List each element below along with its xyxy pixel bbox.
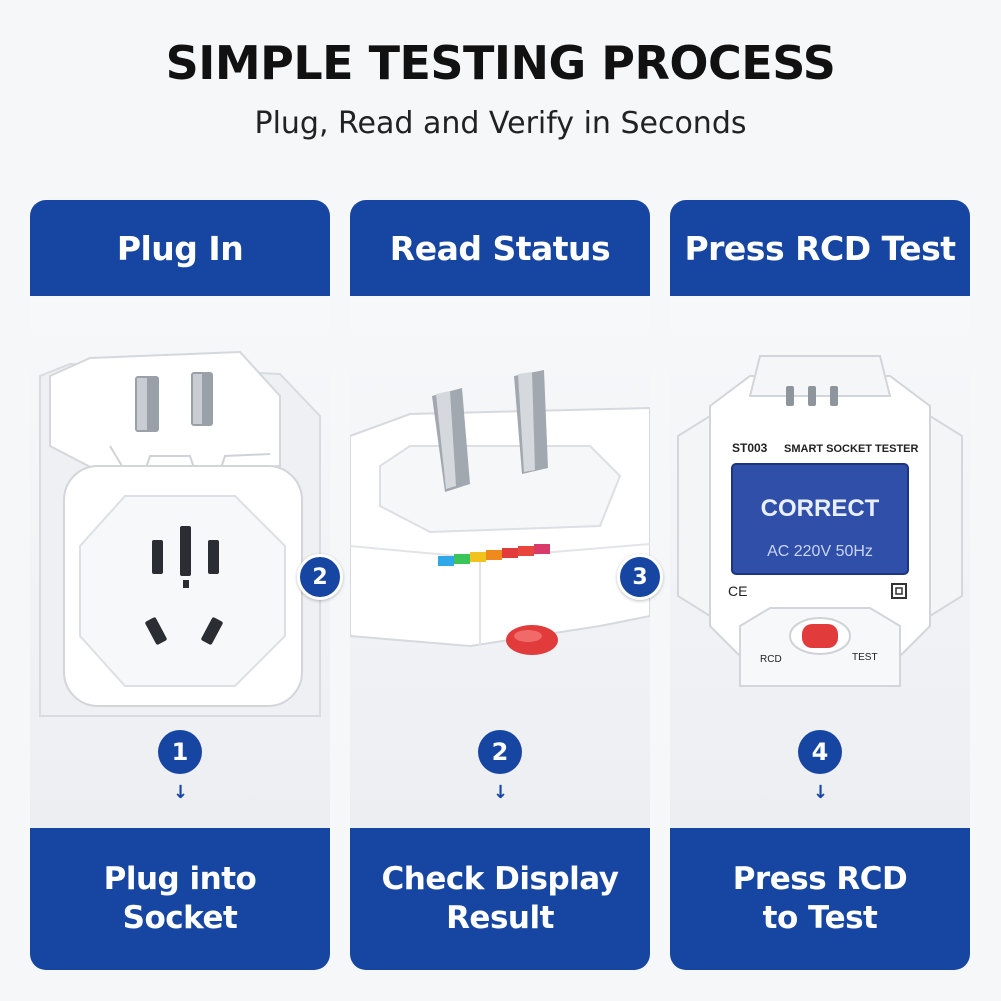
caption-line: Socket xyxy=(122,900,238,936)
plug-tester-illustration xyxy=(350,370,650,655)
tester-name-label: SMART SOCKET TESTER xyxy=(784,443,919,455)
step-number-badge: 4 xyxy=(798,730,842,774)
card-caption: Press RCD to Test xyxy=(670,828,970,970)
page-title: SIMPLE TESTING PROCESS xyxy=(165,36,836,90)
card-heading: Read Status xyxy=(389,228,611,268)
step-card-plug-in: Plug In 1 ↓ Plug into Soc xyxy=(30,200,330,970)
smart-socket-tester-illustration: ST003 SMART SOCKET TESTER CORRECT AC 220… xyxy=(677,355,963,687)
step-card-read-status: Read Status 2 ↓ xyxy=(350,200,650,970)
down-arrow-icon: ↓ xyxy=(173,782,189,803)
ce-mark: CE xyxy=(728,583,747,599)
card-image-area: ST003 SMART SOCKET TESTER CORRECT AC 220… xyxy=(670,296,970,828)
rcd-label: RCD xyxy=(760,654,782,665)
card-image-area: 2 ↓ xyxy=(350,296,650,828)
step-connector-badge: 3 xyxy=(617,554,663,600)
caption-line: Press RCD xyxy=(732,861,908,897)
caption-line: Result xyxy=(446,900,554,936)
down-arrow-icon: ↓ xyxy=(813,782,829,803)
page-subtitle: Plug, Read and Verify in Seconds xyxy=(254,106,747,141)
card-caption: Check Display Result xyxy=(350,828,650,970)
test-label: TEST xyxy=(852,652,878,663)
step-number-badge: 1 xyxy=(158,730,202,774)
model-label: ST003 xyxy=(732,441,768,455)
card-caption: Plug into Socket xyxy=(30,828,330,970)
card-heading: Plug In xyxy=(116,228,244,268)
caption-line: to Test xyxy=(762,900,878,936)
caption-line: Check Display xyxy=(381,861,619,897)
step-connector-badge: 2 xyxy=(297,554,343,600)
status-readout: CORRECT xyxy=(761,495,880,522)
card-image-area: 1 ↓ xyxy=(30,296,330,828)
caption-line: Plug into xyxy=(103,861,257,897)
step-card-press-rcd-test: Press RCD Test ST003 SMART SOCKET TESTER… xyxy=(670,200,970,970)
card-heading: Press RCD Test xyxy=(684,228,956,268)
down-arrow-icon: ↓ xyxy=(493,782,509,803)
step-number-badge: 2 xyxy=(478,730,522,774)
voltage-readout: AC 220V 50Hz xyxy=(767,543,873,560)
